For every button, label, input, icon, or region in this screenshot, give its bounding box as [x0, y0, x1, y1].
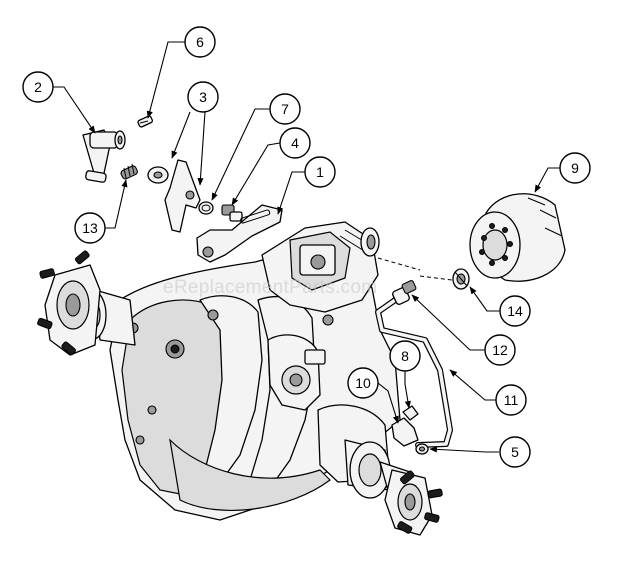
- callout-4: 4: [279, 127, 311, 159]
- callout-10-label: 10: [355, 375, 371, 391]
- leader-lines: [53, 41, 560, 453]
- callout-12-label: 12: [492, 342, 508, 358]
- bracket-part-3: [147, 159, 201, 233]
- watermark-text: eReplacementParts.com: [163, 277, 377, 298]
- fitting-part-14: [452, 268, 470, 290]
- callout-2: 2: [22, 71, 54, 103]
- callout-9: 9: [559, 152, 591, 184]
- left-axle-hub: [37, 250, 136, 356]
- callout-3: 3: [187, 81, 219, 113]
- callout-1-label: 1: [316, 164, 324, 180]
- nut-part-4: [221, 204, 243, 222]
- linkage-plate-part-1: [196, 204, 283, 263]
- callout-14: 14: [499, 295, 531, 327]
- oil-filter-part-9: [469, 193, 566, 282]
- ring-part-7: [198, 201, 214, 215]
- callout-1: 1: [304, 156, 336, 188]
- bracket-part-10: [391, 417, 419, 447]
- fitting-part-12: [392, 280, 417, 305]
- callout-2-label: 2: [34, 79, 42, 95]
- callout-5: 5: [499, 436, 531, 468]
- callout-13-label: 13: [82, 220, 98, 236]
- right-axle-hub: [344, 439, 443, 536]
- callout-4-label: 4: [291, 135, 299, 151]
- callout-12: 12: [484, 334, 516, 366]
- assembly-lines: [377, 257, 453, 281]
- callout-3-label: 3: [199, 89, 207, 105]
- clip-part-8: [402, 405, 419, 421]
- screw-part-6: [137, 115, 154, 128]
- callout-6-label: 6: [196, 34, 204, 50]
- callout-14-label: 14: [507, 303, 523, 319]
- control-arm-part-2: [82, 129, 126, 183]
- spring-part-13: [120, 163, 138, 180]
- fitting-part-5: [415, 443, 429, 455]
- callout-10: 10: [347, 367, 379, 399]
- hose-part-11: [375, 295, 453, 448]
- callout-7: 7: [269, 93, 301, 125]
- callout-7-label: 7: [281, 101, 289, 117]
- callout-13: 13: [74, 212, 106, 244]
- callout-8-label: 8: [401, 348, 409, 364]
- callout-11-label: 11: [504, 392, 519, 408]
- callout-6: 6: [184, 26, 216, 58]
- callout-5-label: 5: [511, 444, 519, 460]
- transaxle-housing: [109, 221, 401, 521]
- callout-9-label: 9: [571, 160, 579, 176]
- callout-8: 8: [389, 340, 421, 372]
- callout-11: 11: [495, 384, 527, 416]
